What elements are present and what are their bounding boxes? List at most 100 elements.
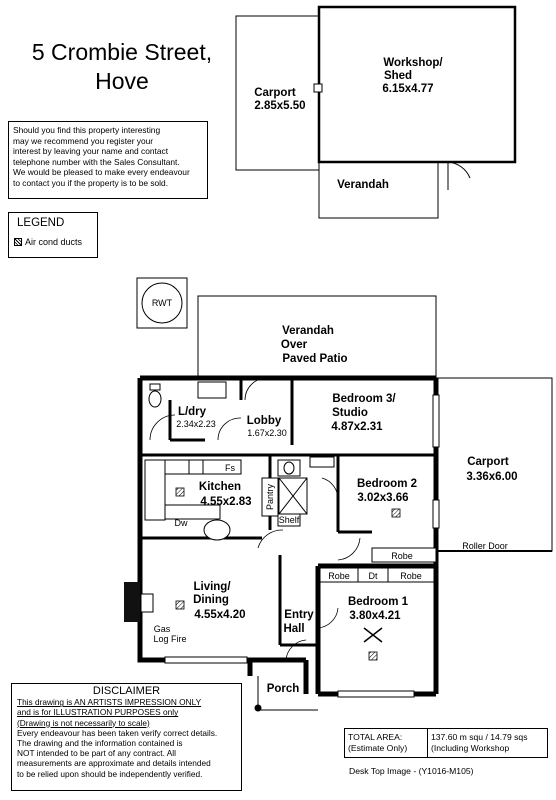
kitchen-fixtures <box>144 459 242 541</box>
notice-line: We would be pleased to make every endeav… <box>13 167 190 178</box>
total-area-value: 137.60 m squ / 14.79 sqs <box>431 732 528 742</box>
fireplace <box>124 582 140 622</box>
address-street: 5 Crombie Street, <box>31 39 213 65</box>
legend-row: Air cond ducts <box>14 237 82 247</box>
duct-kitchen <box>175 487 185 497</box>
pantry-label: Pantry <box>265 483 275 510</box>
interior-walls <box>140 378 436 647</box>
fs-label: Fs <box>225 463 235 473</box>
duct-living <box>175 600 185 610</box>
dt-label: Dt <box>369 571 378 581</box>
disclaimer-title: DISCLAIMER <box>92 685 161 697</box>
disclaimer-line: to be relied upon should be independentl… <box>17 768 203 779</box>
verandah-patio-line3: Paved Patio <box>282 353 347 365</box>
hall-label: Hall <box>283 623 304 635</box>
bedroom3-dims: 4.87x2.31 <box>331 421 383 433</box>
porch-label: Porch <box>267 683 300 695</box>
verandah-label: Verandah <box>337 179 389 191</box>
robe-label-bedroom2: Robe <box>391 551 413 561</box>
bedroom1-dims: 3.80x4.21 <box>349 610 401 622</box>
disclaimer-line: NOT intended to be part of any contract.… <box>17 748 176 759</box>
lobby-dims: 1.67x2.30 <box>247 428 287 438</box>
bathroom-door-swing <box>257 529 284 549</box>
outbuilding-carport <box>235 15 319 171</box>
roller-door-label: Roller Door <box>462 541 508 551</box>
bedroom2-door-swing <box>337 537 361 561</box>
kitchen-dims: 4.55x2.83 <box>200 496 251 508</box>
notice-line: Should you find this property interestin… <box>13 125 161 135</box>
disclaimer-line: The drawing and the information containe… <box>17 738 183 749</box>
total-area: TOTAL AREA: (Estimate Only) 137.60 m squ… <box>344 728 548 758</box>
shelf-label: Shelf <box>279 515 300 525</box>
property-address: 5 Crombie Street, Hove <box>22 38 222 96</box>
legend-title: LEGEND <box>17 217 65 229</box>
laundry-label: L/dry <box>178 406 207 418</box>
notice-line: may we recommend you register your <box>13 135 154 146</box>
air-duct-icon <box>14 238 22 246</box>
studio-label: Studio <box>332 407 368 419</box>
porch-post <box>254 704 262 712</box>
robe-label-right: Robe <box>400 571 422 581</box>
dw-label: Dw <box>175 518 188 528</box>
laundry-door-swing <box>149 414 176 441</box>
rwt-tank <box>141 282 183 324</box>
living-dims: 4.55x4.20 <box>194 609 245 621</box>
bedroom1-label: Bedroom 1 <box>348 596 409 608</box>
notice-line: to contact you if the property is to be … <box>13 177 169 188</box>
interest-notice: Should you find this property interestin… <box>8 121 208 199</box>
living-label: Living/ <box>193 581 231 593</box>
bedroom2-label: Bedroom 2 <box>357 478 417 490</box>
carport-right-dims: 3.36x6.00 <box>466 471 517 483</box>
bedroom1-door-swing <box>317 607 339 629</box>
shed-label: Shed <box>384 70 412 82</box>
bathroom-fixtures <box>261 456 335 527</box>
lobby-label: Lobby <box>247 415 282 427</box>
disclaimer-line: Every endeavour has been taken verify co… <box>17 727 218 738</box>
gas-log-fire <box>140 593 154 613</box>
ceiling-fan-icon <box>363 627 383 643</box>
disclaimer-underlined: This drawing is AN ARTISTS IMPRESSION ON… <box>17 697 202 708</box>
disclaimer-underlined: (Drawing is not necessarily to scale) <box>17 717 150 728</box>
robes <box>319 547 437 583</box>
dining-label: Dining <box>193 594 229 606</box>
entry-label: Entry <box>284 609 314 621</box>
legend: LEGEND Air cond ducts <box>8 212 98 258</box>
laundry-fixtures <box>148 381 227 408</box>
disclaimer: DISCLAIMER This drawing is AN ARTISTS IM… <box>11 683 242 791</box>
kitchen-label: Kitchen <box>199 481 241 493</box>
gas-label: Gas <box>154 624 171 634</box>
lobby-door-swing <box>244 377 268 401</box>
notice-line: interest by leaving your name and contac… <box>13 146 169 157</box>
workshop-label: Workshop/ <box>383 57 443 69</box>
total-area-values: 137.60 m squ / 14.79 sqs (Including Work… <box>431 732 549 753</box>
outbuilding-verandah <box>318 161 471 219</box>
robe-label-left: Robe <box>328 571 350 581</box>
image-reference: Desk Top Image - (Y1016-M105) <box>349 766 474 776</box>
address-suburb: Hove <box>95 68 149 94</box>
workshop-dims: 6.15x4.77 <box>382 83 433 95</box>
bedroom3-label: Bedroom 3/ <box>332 393 396 405</box>
verandah-patio-line1: Verandah <box>282 325 334 337</box>
duct-bedroom1 <box>368 651 378 661</box>
laundry-dims: 2.34x2.23 <box>176 419 216 429</box>
notice-line: telephone number with the Sales Consulta… <box>13 156 180 167</box>
lobby-inner-door-swing <box>217 417 242 441</box>
verandah-patio-outline <box>197 295 437 379</box>
duct-bedroom2 <box>391 508 401 518</box>
rwt-box <box>136 277 188 329</box>
entry-door-swing <box>285 639 307 661</box>
legend-item-label: Air cond ducts <box>25 237 83 247</box>
log-fire-label: Log Fire <box>153 634 186 644</box>
estimate-label: (Estimate Only) <box>348 742 408 753</box>
rwt-label: RWT <box>152 298 173 308</box>
windows <box>164 394 440 698</box>
including-workshop: (Including Workshop <box>431 742 510 753</box>
verandah-patio-line2: Over <box>281 339 308 351</box>
carport-dims: 2.85x5.50 <box>254 100 305 112</box>
carport-right-label: Carport <box>467 456 509 468</box>
total-area-label: TOTAL AREA: <box>348 732 403 742</box>
carport-label: Carport <box>254 87 296 99</box>
disclaimer-line: measurements are approximate and details… <box>17 758 211 769</box>
wc-door-swing <box>321 477 339 501</box>
